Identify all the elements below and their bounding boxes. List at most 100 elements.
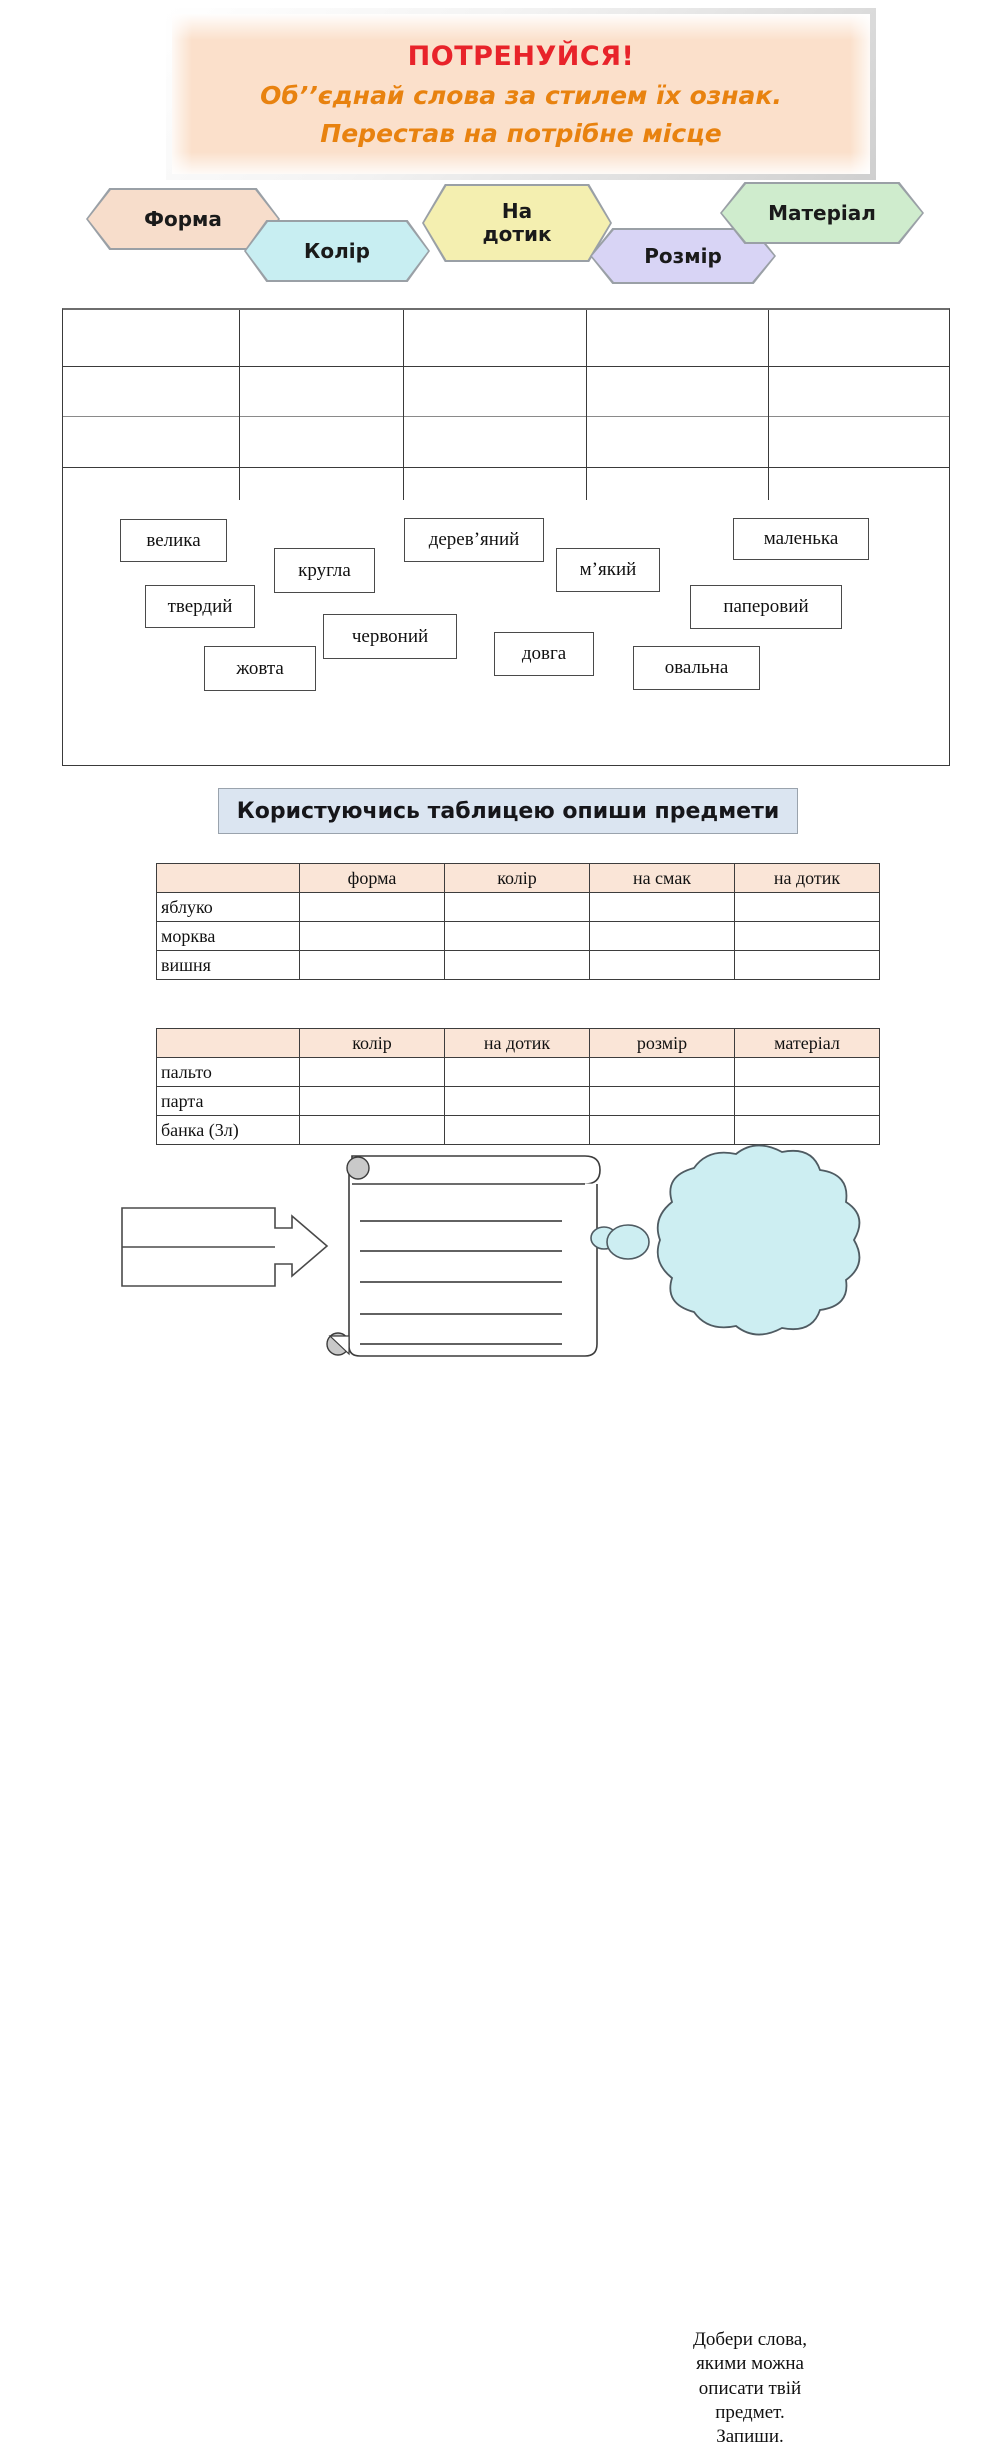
word-chip-velyka[interactable]: велика bbox=[120, 519, 227, 562]
scroll-body bbox=[348, 1170, 598, 1357]
cell-input[interactable] bbox=[444, 1057, 590, 1087]
row-label-yabluko: яблуко bbox=[156, 892, 300, 922]
hexagon-na-dotyk[interactable]: На дотик bbox=[424, 186, 610, 260]
word-chip-label: овальна bbox=[664, 657, 729, 678]
thought-cloud-text: Добери слова, якими можна описати твій п… bbox=[655, 2328, 845, 2450]
word-chip-dovha[interactable]: довга bbox=[494, 632, 594, 676]
title-banner-bevel bbox=[172, 14, 870, 174]
word-chip-malenka[interactable]: маленька bbox=[733, 518, 869, 560]
table-row: яблуко bbox=[156, 892, 880, 922]
hexagon-material-label: Матеріал bbox=[768, 200, 876, 225]
table-row: вишня bbox=[156, 950, 880, 980]
description-table-two: колір на дотик розмір матеріал пальто па… bbox=[156, 1028, 880, 1145]
cell-input[interactable] bbox=[734, 892, 880, 922]
table-row: банка (3л) bbox=[156, 1115, 880, 1145]
cell-input[interactable] bbox=[444, 1115, 590, 1145]
word-chip-zhovta[interactable]: жовта bbox=[204, 646, 316, 691]
grid-col-divider-2 bbox=[403, 310, 404, 500]
cell-input[interactable] bbox=[444, 950, 590, 980]
word-chip-label: довга bbox=[521, 643, 567, 664]
word-chip-derevyanyi[interactable]: дерев’яний bbox=[404, 518, 544, 562]
word-chip-label: паперовий bbox=[723, 596, 809, 617]
thought-cloud-line-3: описати твій bbox=[698, 2377, 802, 2399]
th-na-dotyk: на дотик bbox=[444, 1028, 590, 1058]
table-header-row: форма колір на смак на дотик bbox=[156, 863, 880, 893]
cell-input[interactable] bbox=[444, 1086, 590, 1116]
arrow-box[interactable] bbox=[121, 1207, 329, 1287]
th-rozmir: розмір bbox=[589, 1028, 735, 1058]
hexagon-material[interactable]: Матеріал bbox=[722, 184, 922, 242]
word-chip-kruhla[interactable]: кругла bbox=[274, 548, 375, 593]
word-chip-tverdyi[interactable]: твердий bbox=[145, 585, 255, 628]
cell-input[interactable] bbox=[734, 950, 880, 980]
word-chip-label: жовта bbox=[236, 657, 284, 679]
thought-cloud-line-1: Добери слова, bbox=[692, 2329, 808, 2350]
hexagon-forma[interactable]: Форма bbox=[88, 190, 278, 248]
th-blank bbox=[156, 863, 300, 893]
word-chip-label: маленька bbox=[763, 528, 839, 549]
cell-input[interactable] bbox=[299, 950, 445, 980]
word-chip-label: дерев’яний bbox=[428, 529, 520, 550]
hexagon-forma-label: Форма bbox=[144, 206, 222, 231]
banner-subheading-2: Перестав на потрібне місце bbox=[320, 118, 722, 148]
cell-input[interactable] bbox=[299, 892, 445, 922]
th-material: матеріал bbox=[734, 1028, 880, 1058]
instruction-banner: Користуючись таблицею опиши предмети bbox=[218, 788, 798, 834]
cell-input[interactable] bbox=[589, 921, 735, 951]
hexagon-rozmir-label: Розмір bbox=[644, 243, 722, 268]
word-chip-chervonyi[interactable]: червоний bbox=[323, 614, 457, 659]
th-forma: форма bbox=[299, 863, 445, 893]
grid-row-divider-3 bbox=[63, 467, 949, 468]
th-kolir: колір bbox=[444, 863, 590, 893]
word-chip-ovalna[interactable]: овальна bbox=[633, 646, 760, 690]
cell-input[interactable] bbox=[299, 921, 445, 951]
row-label-palto: пальто bbox=[156, 1057, 300, 1087]
table-row: парта bbox=[156, 1086, 880, 1116]
th-na-smak: на смак bbox=[589, 863, 735, 893]
cell-input[interactable] bbox=[734, 921, 880, 951]
hexagon-na-dotyk-label-line1: На bbox=[501, 199, 533, 223]
th-na-dotyk: на дотик bbox=[734, 863, 880, 893]
thought-cloud-shape bbox=[656, 1144, 861, 1336]
cell-input[interactable] bbox=[589, 892, 735, 922]
thought-cloud-line-4: предмет. bbox=[715, 2401, 785, 2423]
cell-input[interactable] bbox=[589, 950, 735, 980]
cell-input[interactable] bbox=[299, 1115, 445, 1145]
artwork-svg bbox=[121, 1144, 861, 1357]
title-banner-content: ПОТРЕНУЙСЯ! Об’’єднай слова за стилем їх… bbox=[166, 8, 876, 180]
word-chip-paperovyi[interactable]: паперовий bbox=[690, 585, 842, 629]
hexagon-kolir[interactable]: Колір bbox=[246, 222, 428, 280]
hexagon-na-dotyk-label-line2: дотик bbox=[482, 222, 552, 246]
row-label-morkva: морква bbox=[156, 921, 300, 951]
cell-input[interactable] bbox=[589, 1115, 735, 1145]
grid-row-divider-2 bbox=[63, 416, 949, 417]
word-chip-label: твердий bbox=[167, 595, 233, 617]
cell-input[interactable] bbox=[444, 892, 590, 922]
grid-col-divider-4 bbox=[768, 310, 769, 500]
table-row: пальто bbox=[156, 1057, 880, 1087]
cell-input[interactable] bbox=[734, 1057, 880, 1087]
cell-input[interactable] bbox=[299, 1086, 445, 1116]
cell-input[interactable] bbox=[589, 1057, 735, 1087]
table-header-row: колір на дотик розмір матеріал bbox=[156, 1028, 880, 1058]
instruction-banner-label: Користуючись таблицею опиши предмети bbox=[236, 798, 780, 824]
grid-col-divider-3 bbox=[586, 310, 587, 500]
cell-input[interactable] bbox=[299, 1057, 445, 1087]
cell-input[interactable] bbox=[734, 1115, 880, 1145]
th-kolir: колір bbox=[299, 1028, 445, 1058]
grid-col-divider-1 bbox=[239, 310, 240, 500]
row-label-parta: парта bbox=[156, 1086, 300, 1116]
banner-subheading-1: Об’’єднай слова за стилем їх ознак. bbox=[260, 80, 782, 110]
cell-input[interactable] bbox=[444, 921, 590, 951]
cell-input[interactable] bbox=[734, 1086, 880, 1116]
scroll-bottom-curl bbox=[328, 1335, 350, 1356]
word-chip-myakyi[interactable]: м’який bbox=[556, 548, 660, 592]
th-blank bbox=[156, 1028, 300, 1058]
scroll-paper[interactable] bbox=[326, 1155, 601, 1357]
cell-input[interactable] bbox=[589, 1086, 735, 1116]
thought-cloud-line-5: Запиши. bbox=[716, 2426, 784, 2448]
title-banner: ПОТРЕНУЙСЯ! Об’’єднай слова за стилем їх… bbox=[166, 8, 876, 180]
word-chip-label: м’який bbox=[579, 559, 637, 580]
sorting-grid[interactable] bbox=[62, 308, 950, 766]
description-table-one: форма колір на смак на дотик яблуко морк… bbox=[156, 863, 880, 980]
